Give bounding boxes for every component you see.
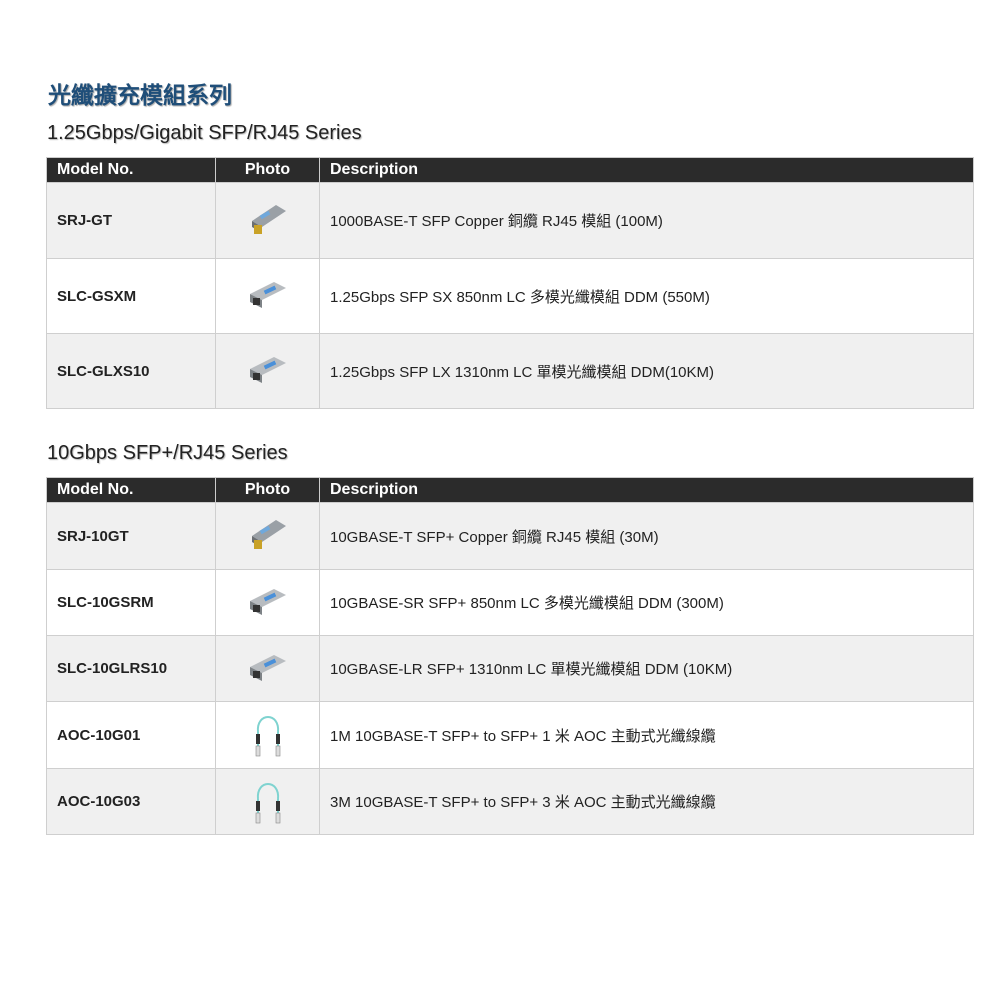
table-row: SRJ-10GT 10GBASE-T SFP+ Copper 銅纜 RJ45 模… xyxy=(46,502,974,570)
product-description: 10GBASE-LR SFP+ 1310nm LC 單模光纖模組 DDM (10… xyxy=(319,635,974,702)
model-number: AOC-10G01 xyxy=(46,701,216,769)
product-description: 10GBASE-SR SFP+ 850nm LC 多模光纖模組 DDM (300… xyxy=(319,569,974,636)
aoc-cable-icon xyxy=(253,706,283,764)
sfp-fiber-module-icon xyxy=(246,581,290,625)
aoc-cable-icon xyxy=(253,773,283,831)
table-row: SRJ-GT 1000BASE-T SFP Copper 銅纜 RJ45 模組 … xyxy=(46,182,974,259)
header-model: Model No. xyxy=(46,157,216,183)
header-model: Model No. xyxy=(46,477,216,503)
header-description: Description xyxy=(319,477,974,503)
table-row: AOC-10G03 3M 10GBASE-T SFP+ to SFP+ 3 米 … xyxy=(46,768,974,835)
model-number: SLC-10GSRM xyxy=(46,569,216,636)
header-description: Description xyxy=(319,157,974,183)
sfp-copper-module-icon xyxy=(246,199,290,243)
header-photo: Photo xyxy=(215,157,320,183)
section-heading: 10Gbps SFP+/RJ45 Series xyxy=(47,442,288,464)
sfp-fiber-module-icon xyxy=(246,647,290,691)
header-photo: Photo xyxy=(215,477,320,503)
table-row: AOC-10G01 1M 10GBASE-T SFP+ to SFP+ 1 米 … xyxy=(46,701,974,769)
sfp-fiber-module-icon xyxy=(246,274,290,318)
table-row: SLC-GLXS10 1.25Gbps SFP LX 1310nm LC 單模光… xyxy=(46,333,974,409)
model-number: SLC-GLXS10 xyxy=(46,333,216,409)
product-description: 1M 10GBASE-T SFP+ to SFP+ 1 米 AOC 主動式光纖線… xyxy=(319,701,974,769)
product-description: 10GBASE-T SFP+ Copper 銅纜 RJ45 模組 (30M) xyxy=(319,502,974,570)
table-row: SLC-10GLRS10 10GBASE-LR SFP+ 1310nm LC 單… xyxy=(46,635,974,702)
page-title: 光纖擴充模組系列 xyxy=(48,82,232,108)
table-row: SLC-10GSRM 10GBASE-SR SFP+ 850nm LC 多模光纖… xyxy=(46,569,974,636)
sfp-copper-module-icon xyxy=(246,514,290,558)
model-number: SLC-GSXM xyxy=(46,258,216,334)
model-number: AOC-10G03 xyxy=(46,768,216,835)
sfp-fiber-module-icon xyxy=(246,349,290,393)
model-number: SLC-10GLRS10 xyxy=(46,635,216,702)
product-description: 1000BASE-T SFP Copper 銅纜 RJ45 模組 (100M) xyxy=(319,182,974,259)
table-row: SLC-GSXM 1.25Gbps SFP SX 850nm LC 多模光纖模組… xyxy=(46,258,974,334)
model-number: SRJ-GT xyxy=(46,182,216,259)
product-description: 1.25Gbps SFP SX 850nm LC 多模光纖模組 DDM (550… xyxy=(319,258,974,334)
model-number: SRJ-10GT xyxy=(46,502,216,570)
product-description: 1.25Gbps SFP LX 1310nm LC 單模光纖模組 DDM(10K… xyxy=(319,333,974,409)
product-description: 3M 10GBASE-T SFP+ to SFP+ 3 米 AOC 主動式光纖線… xyxy=(319,768,974,835)
section-heading: 1.25Gbps/Gigabit SFP/RJ45 Series xyxy=(47,122,362,144)
